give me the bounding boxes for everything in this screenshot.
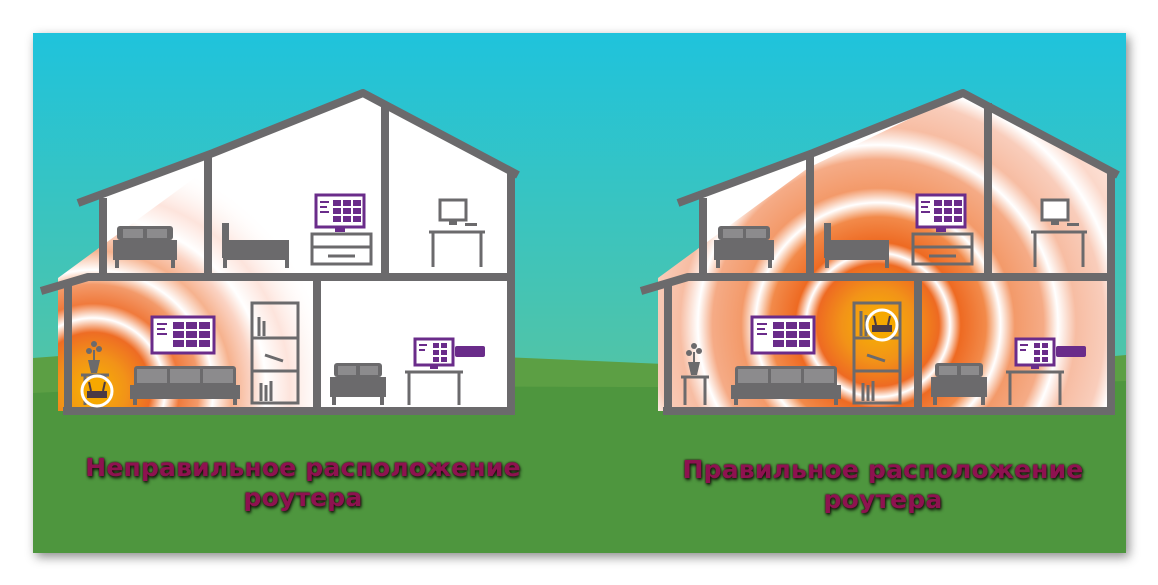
monitor-icon <box>413 337 485 369</box>
caption-incorrect-line1: Неправильное расположение <box>85 453 521 482</box>
sofa-icon <box>130 366 240 405</box>
bed-icon <box>931 363 987 405</box>
bed-icon <box>824 223 889 268</box>
bookshelf-icon <box>852 301 902 405</box>
tv-stand <box>911 232 974 266</box>
caption-incorrect-placement: Неправильное расположение роутера <box>53 453 553 513</box>
desk <box>1006 370 1064 405</box>
router-placement-illustration <box>33 33 1126 553</box>
media-player-icon <box>1056 346 1086 357</box>
tv-stand <box>310 232 373 266</box>
caption-correct-placement: Правильное расположение роутера <box>653 455 1113 515</box>
plant-icon <box>86 341 102 373</box>
illustration-frame: Неправильное расположение роутера Правил… <box>33 33 1126 553</box>
bed-icon <box>330 363 386 405</box>
router-icon <box>80 374 114 408</box>
bed-icon <box>113 226 177 268</box>
desk <box>429 230 485 267</box>
sofa-icon <box>731 366 841 405</box>
monitor-icon <box>1014 337 1086 369</box>
ground <box>33 381 1126 553</box>
tv-icon <box>314 193 366 232</box>
tv-icon <box>750 315 816 355</box>
computer-icon <box>438 198 477 226</box>
media-player-icon <box>455 346 485 357</box>
house-incorrect <box>39 89 520 415</box>
bed-icon <box>714 226 774 268</box>
side-table <box>681 375 709 405</box>
bookshelf-icon <box>250 301 300 405</box>
plant-icon <box>686 343 702 375</box>
bed-icon <box>222 223 289 268</box>
tv-icon <box>150 315 216 355</box>
caption-incorrect-line2: роутера <box>243 483 363 512</box>
router-icon <box>865 308 899 342</box>
computer-icon <box>1040 198 1079 226</box>
desk <box>405 370 463 405</box>
tv-icon <box>915 193 967 232</box>
caption-correct-line2: роутера <box>823 485 943 514</box>
desk <box>1031 230 1087 267</box>
caption-correct-line1: Правильное расположение <box>682 455 1084 484</box>
